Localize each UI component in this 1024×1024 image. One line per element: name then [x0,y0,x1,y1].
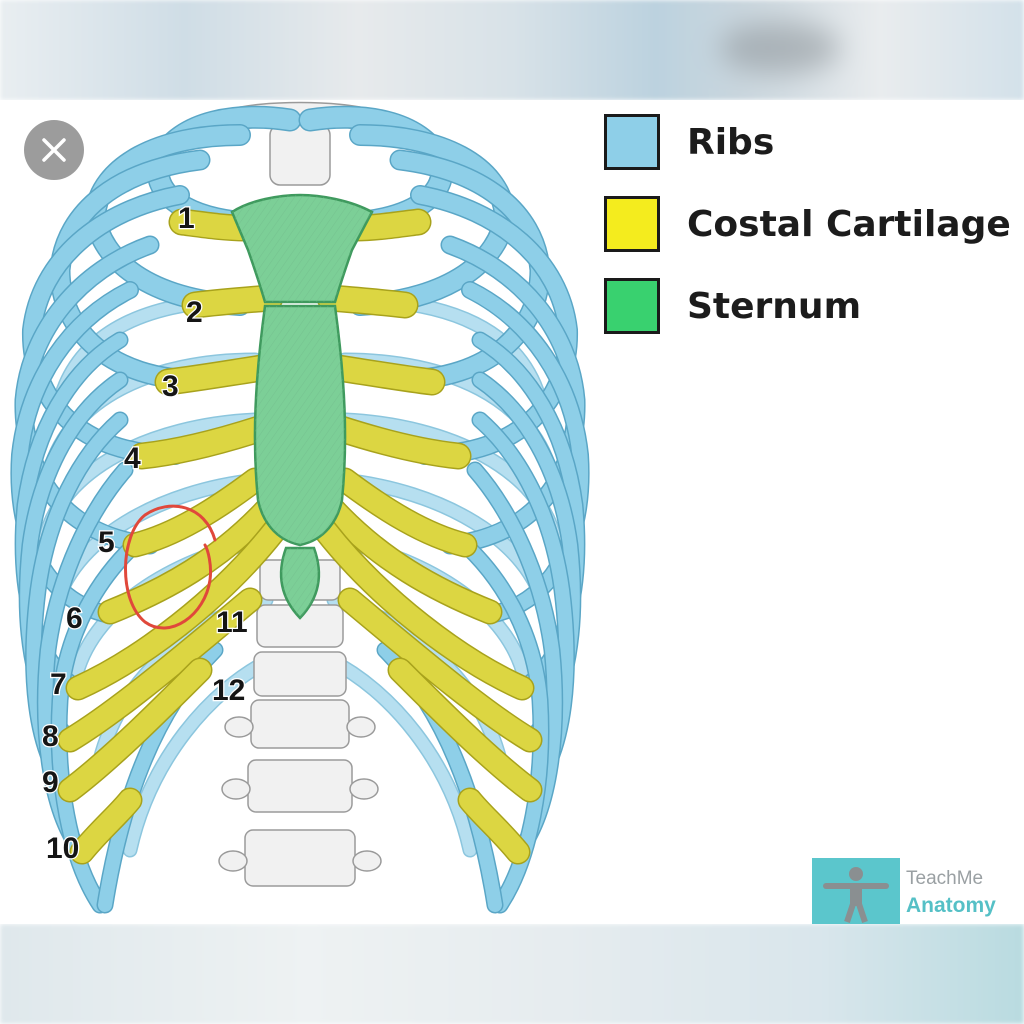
vertebra-4 [250,699,350,749]
legend-item-sternum: Sternum [604,276,1011,336]
vertebra-3 [253,651,347,697]
rib-number-5: 5 [98,526,115,559]
costal-cartilage-right-7 [312,517,535,701]
legend: Ribs Costal Cartilage Sternum [604,112,1011,358]
rib-number-7: 7 [50,668,67,701]
costal-cartilage-left-6 [97,495,281,625]
legend-label-ribs: Ribs [687,121,775,163]
legend-label-costal-cartilage: Costal Cartilage [687,203,1011,245]
costal-cartilage-right-9 [387,657,543,803]
rib-number-11: 11 [216,606,248,639]
legend-swatch-costal-cartilage [604,196,660,252]
sternum [230,193,374,620]
legend-label-sternum: Sternum [687,285,862,327]
blurred-background-bottom [0,924,1024,1024]
rib-number-10: 10 [46,832,79,865]
legend-swatch-ribs [604,114,660,170]
teachme-figure-icon [812,858,900,924]
costal-cartilage-right-4 [324,414,472,470]
costal-cartilage-right-2 [316,284,419,319]
blurred-background-top [0,0,1024,100]
legend-swatch-sternum [604,278,660,334]
rib-number-6: 6 [66,602,83,635]
red-circle-annotation [124,504,217,630]
posterior-rib-right-7 [322,652,478,858]
cartilage-group [57,208,543,865]
rib-number-4: 4 [124,442,141,475]
costal-cartilage-left-4 [128,414,276,470]
handdrawn-circle-annotation [124,504,217,630]
blurred-smudge [720,22,840,74]
teachme-anatomy-logo: TeachMe Anatomy [812,858,1012,926]
costal-cartilage-left-8 [57,587,263,753]
vertebra-6 [244,829,356,887]
legend-item-ribs: Ribs [604,112,1011,172]
costal-cartilage-left-2 [181,284,284,319]
close-icon [42,138,66,162]
rib-number-1: 1 [178,202,195,235]
costal-cartilage-right-10 [457,787,531,865]
vertebra-5 [247,759,353,813]
logo-text-teachme: TeachMe [906,868,984,889]
rib-number-9: 9 [42,766,59,799]
posterior-rib-left-7 [122,652,278,858]
costal-cartilage-left-5 [122,467,268,558]
rib-number-8: 8 [42,720,59,753]
costal-cartilage-right-8 [337,587,543,753]
rib-number-12: 12 [212,674,245,707]
rib-number-2: 2 [186,296,203,329]
rib-group [10,105,590,914]
costal-cartilage-left-3 [154,354,276,396]
logo-text-anatomy: Anatomy [906,894,996,917]
close-button[interactable] [24,120,84,180]
legend-item-costal-cartilage: Costal Cartilage [604,194,1011,254]
costal-cartilage-right-6 [319,495,503,625]
rib-number-3: 3 [162,370,179,403]
costal-cartilage-right-5 [332,467,478,558]
costal-cartilage-right-3 [324,354,446,396]
costal-cartilage-left-9 [57,657,213,803]
costal-cartilage-left-10 [69,787,143,865]
